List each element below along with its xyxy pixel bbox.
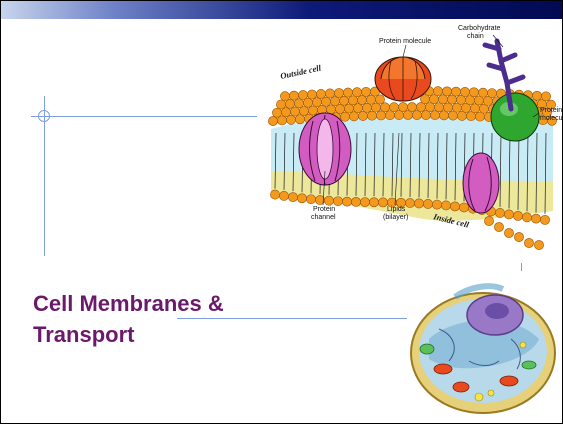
- lipid-head: [272, 108, 281, 117]
- lipid-head: [358, 111, 367, 120]
- cell-membrane-diagram: Protein molecule Carbohydrate chain Outs…: [253, 21, 563, 261]
- lipid-head: [349, 112, 358, 121]
- integral-protein-lower: [463, 153, 499, 213]
- lipid-head: [289, 91, 298, 100]
- lipid-head: [371, 103, 380, 112]
- title-line-1: Cell Membranes &: [33, 291, 224, 316]
- lipid-head: [469, 88, 478, 97]
- label-protein-right-1: Protein: [540, 107, 562, 114]
- lipid-head: [398, 102, 407, 111]
- lipid-head: [324, 196, 333, 205]
- lipid-head: [484, 216, 493, 225]
- slide-title: Cell Membranes & Transport: [33, 288, 293, 350]
- lipid-head: [369, 198, 378, 207]
- lipid-head: [351, 197, 360, 206]
- lipid-head: [362, 103, 371, 112]
- lipid-head: [375, 95, 384, 104]
- lipid-head: [451, 87, 460, 96]
- lipid-head: [297, 194, 306, 203]
- lipid-head: [385, 111, 394, 120]
- guide-crosshair-circle: [38, 110, 50, 122]
- lipid-head: [288, 193, 297, 202]
- lipid-head: [366, 95, 375, 104]
- lipid-head: [423, 199, 432, 208]
- label-protein-molecule: Protein molecule: [379, 38, 431, 45]
- protein-molecule-top: [375, 57, 431, 101]
- lipid-head: [352, 88, 361, 97]
- lipid-head: [307, 90, 316, 99]
- lipid-head: [334, 88, 343, 97]
- lipid-head: [495, 208, 504, 217]
- lipid-head: [298, 90, 307, 99]
- lipid-head: [534, 240, 543, 249]
- lipid-head: [407, 102, 416, 111]
- lipid-head: [405, 198, 414, 207]
- lipid-head: [342, 197, 351, 206]
- lipid-head: [514, 232, 523, 241]
- label-carbohydrate-2: chain: [467, 33, 484, 40]
- lipid-head: [478, 88, 487, 97]
- lipid-head: [357, 95, 366, 104]
- label-protein-channel-2: channel: [311, 214, 336, 221]
- lipid-head: [532, 91, 541, 100]
- lipid-head: [522, 213, 531, 222]
- lipid-head: [343, 88, 352, 97]
- lipid-head: [441, 201, 450, 210]
- lipid-head: [504, 210, 513, 219]
- lipid-head: [414, 199, 423, 208]
- lipid-head: [432, 200, 441, 209]
- lipid-head: [380, 103, 389, 112]
- lipid-head: [316, 89, 325, 98]
- lipid-head: [541, 92, 550, 101]
- lipid-head: [270, 190, 279, 199]
- lipid-head: [376, 111, 385, 120]
- lipid-head: [487, 88, 496, 97]
- lipid-head: [353, 104, 362, 113]
- lipid-head: [460, 87, 469, 96]
- guide-line-horizontal: [31, 116, 257, 117]
- lipid-head: [325, 89, 334, 98]
- lipid-head: [459, 203, 468, 212]
- lipid-head: [433, 87, 442, 96]
- label-protein-right-2: molecu: [540, 115, 563, 122]
- lipid-head: [450, 202, 459, 211]
- lipid-head: [524, 238, 533, 247]
- lipid-head: [280, 92, 289, 101]
- lipid-head: [494, 222, 503, 231]
- lipid-head: [268, 116, 277, 125]
- animal-cell-illustration: [399, 269, 561, 421]
- label-lipids-2: (bilayer): [383, 214, 408, 221]
- lipid-head: [513, 211, 522, 220]
- lipid-head: [504, 228, 513, 237]
- lipid-head: [306, 195, 315, 204]
- lipid-head: [276, 100, 285, 109]
- lipid-head: [333, 197, 342, 206]
- lipid-head: [367, 111, 376, 120]
- lipid-head: [279, 191, 288, 200]
- label-carbohydrate-1: Carbohydrate: [458, 25, 501, 32]
- lipid-head: [531, 214, 540, 223]
- title-bar: [1, 1, 562, 19]
- lipid-head: [442, 87, 451, 96]
- protein-molecule-right: [491, 93, 539, 141]
- label-protein-channel-1: Protein: [313, 206, 335, 213]
- lipid-head: [389, 103, 398, 112]
- lipid-head: [540, 215, 549, 224]
- label-lipids-1: Lipids: [387, 206, 406, 213]
- label-outside-cell: Outside cell: [279, 62, 322, 81]
- lipid-head: [361, 87, 370, 96]
- title-line-2: Transport: [33, 322, 134, 347]
- lipid-head: [360, 198, 369, 207]
